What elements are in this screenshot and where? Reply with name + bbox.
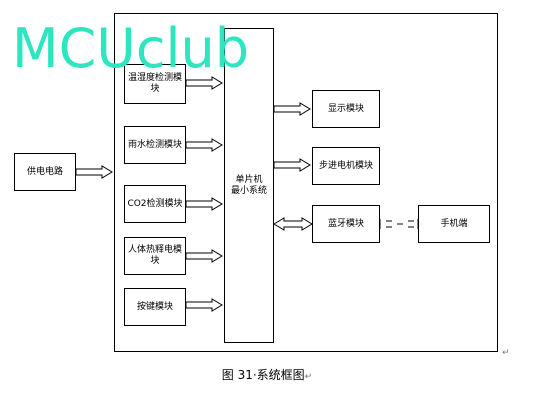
input-box-temp-humidity: 温湿度检测模块: [124, 64, 186, 104]
output-label-stepper-motor: 步进电机模块: [318, 160, 373, 171]
arrow-mcu-to-display: [273, 102, 311, 116]
wireless-link: [379, 219, 419, 229]
input-label-pir: 人体热释电模块: [127, 245, 182, 266]
power-supply-box: 供电电路: [14, 153, 76, 191]
input-box-rain: 雨水检测模块: [124, 126, 186, 164]
input-box-pir: 人体热释电模块: [124, 237, 186, 275]
arrow-pir-to-mcu: [185, 249, 223, 263]
arrow-power-to-system: [75, 165, 113, 179]
caption-text: 图 31·系统框图: [221, 368, 305, 382]
input-box-keys: 按键模块: [124, 288, 186, 326]
input-label-co2: CO2检测模块: [127, 198, 183, 209]
power-supply-label: 供电电路: [26, 166, 63, 177]
system-boundary: [114, 13, 498, 352]
input-label-keys: 按键模块: [136, 301, 173, 312]
mcu-box: 单片机 最小系统: [224, 28, 274, 343]
input-label-rain: 雨水检测模块: [127, 139, 182, 150]
output-label-display: 显示模块: [327, 103, 364, 114]
output-box-display: 显示模块: [312, 90, 380, 128]
input-box-co2: CO2检测模块: [124, 185, 186, 223]
phone-box: 手机端: [418, 205, 490, 243]
input-label-temp-humidity: 温湿度检测模块: [127, 73, 182, 94]
figure-caption: 图 31·系统框图↵: [0, 366, 534, 383]
output-box-bluetooth: 蓝牙模块: [312, 205, 380, 243]
mcu-label-line2: 最小系统: [230, 185, 267, 196]
output-box-stepper-motor: 步进电机模块: [312, 147, 380, 185]
arrow-mcu-to-motor: [273, 158, 311, 172]
phone-label: 手机端: [440, 218, 468, 229]
mcu-label-line1: 单片机: [235, 174, 263, 185]
arrow-key-to-mcu: [185, 298, 223, 312]
output-label-bluetooth: 蓝牙模块: [327, 218, 364, 229]
arrow-rain-to-mcu: [185, 138, 223, 152]
corner-return-mark: ↵: [502, 348, 510, 358]
mcuclub-watermark: MCUclub: [12, 17, 250, 80]
caption-return-mark: ↵: [304, 372, 313, 382]
arrow-co2-to-mcu: [185, 197, 223, 211]
arrow-mcu-bluetooth: [273, 217, 313, 231]
